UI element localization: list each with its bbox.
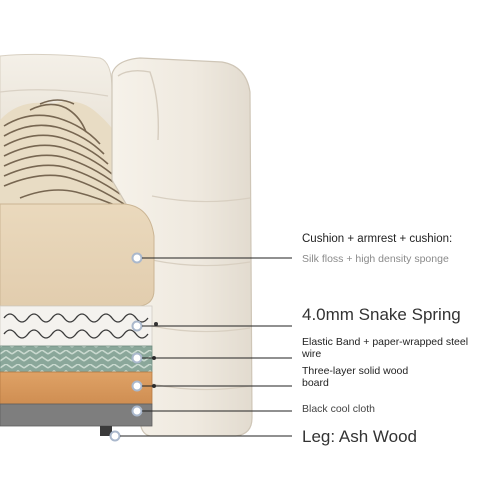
label-black-cloth: Black cool cloth <box>302 403 375 415</box>
wood-board-layer <box>0 371 153 405</box>
cushion-foam-layer <box>0 203 155 307</box>
label-elastic-band: Elastic Band + paper-wrapped steel wire <box>302 336 469 360</box>
elastic-band-layer <box>0 345 153 373</box>
marker-wood <box>131 380 143 392</box>
marker-cushion <box>131 252 143 264</box>
label-wood-board: Three-layer solid wood board <box>302 365 409 389</box>
cloth-layer <box>0 403 153 427</box>
marker-leg <box>109 430 121 442</box>
snake-spring-layer <box>0 305 153 347</box>
label-snake-spring: 4.0mm Snake Spring <box>302 305 461 324</box>
striped-pillow <box>0 99 135 214</box>
marker-elastic <box>131 352 143 364</box>
marker-cloth <box>131 405 143 417</box>
label-cushion-detail: Silk floss + high density sponge <box>302 253 449 265</box>
ash-wood-leg <box>100 426 112 436</box>
label-ash-wood-leg: Leg: Ash Wood <box>302 427 417 446</box>
label-cushion-title: Cushion + armrest + cushion: <box>302 233 453 245</box>
marker-spring <box>131 320 143 332</box>
